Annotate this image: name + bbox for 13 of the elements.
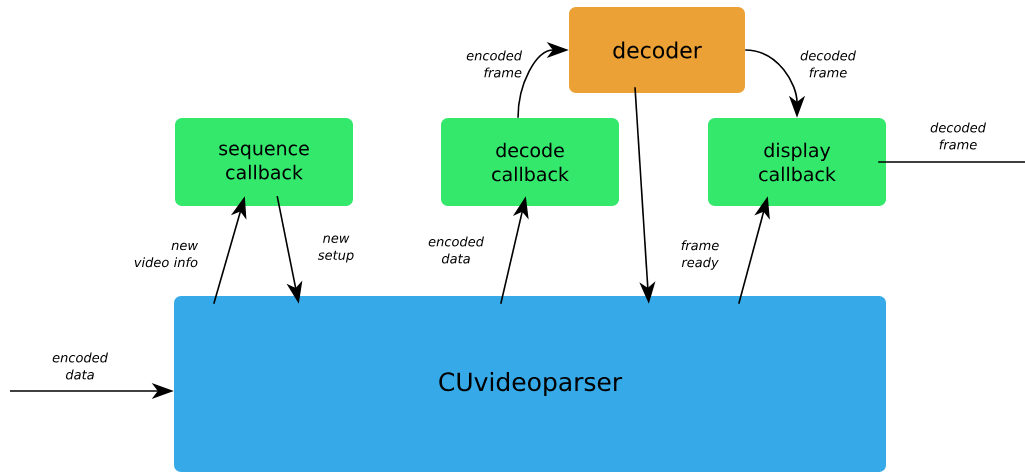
edge-label: decoded frame (800, 50, 856, 78)
edge-label: encoded data (428, 236, 484, 264)
callback-box: sequence callback (175, 118, 353, 206)
edge-label: frame ready (681, 240, 719, 270)
edge-label: encoded data (52, 352, 108, 380)
callback-box: display callback (708, 118, 886, 206)
edge-label: new video info (134, 242, 199, 268)
edge-label: decoded frame (930, 122, 986, 150)
process-box: decoder (569, 7, 745, 93)
edge-label: new setup (317, 235, 354, 263)
callback-box: decode callback (441, 118, 619, 206)
parser-box: CUvideoparser (174, 296, 886, 472)
edge-label: encoded frame (466, 50, 523, 78)
